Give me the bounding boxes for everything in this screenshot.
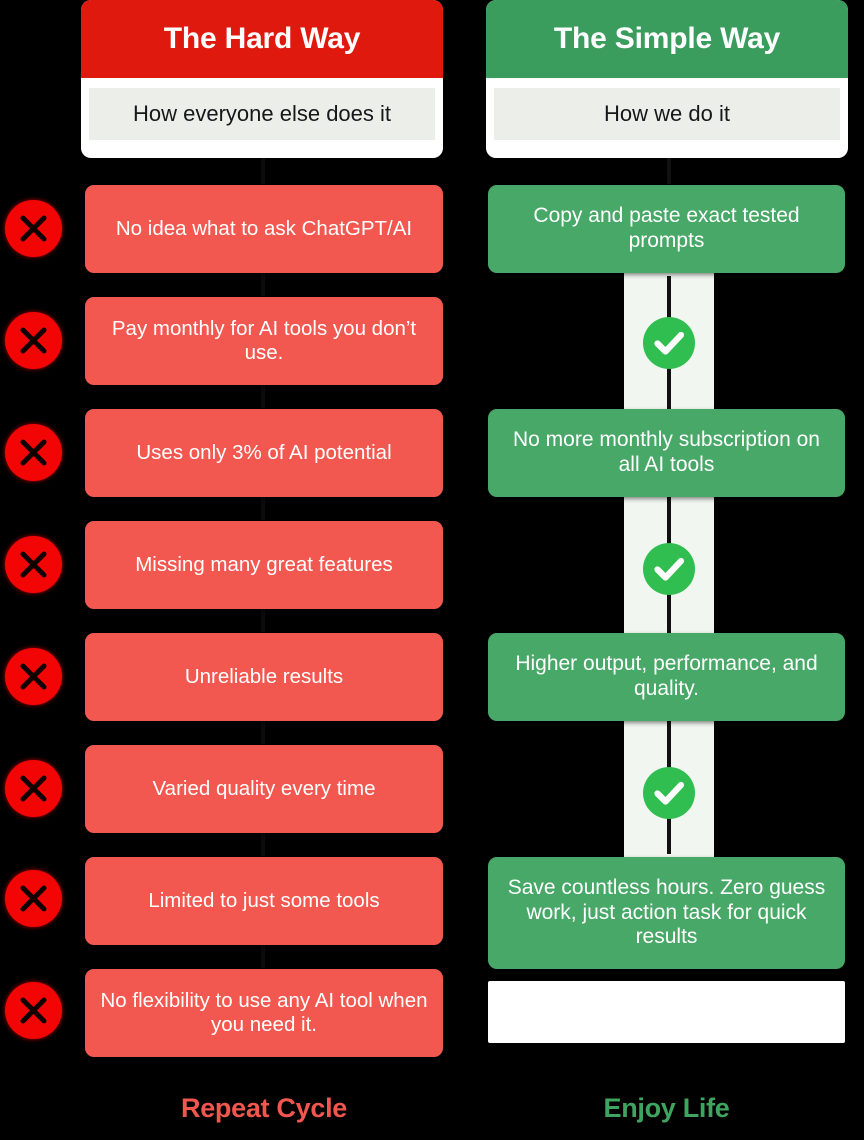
x-mark-icon	[5, 536, 62, 593]
simple-way-item: Save countless hours. Zero guess work, j…	[488, 857, 845, 969]
simple-way-item-label: Save countless hours. Zero guess work, j…	[507, 876, 826, 949]
hard-way-item-label: No idea what to ask ChatGPT/AI	[115, 217, 413, 240]
simple-way-header-card: The Simple Way How we do it	[486, 0, 848, 158]
connector-line	[261, 496, 265, 520]
simple-way-item: Copy and paste exact tested prompts	[488, 185, 845, 273]
x-mark-icon	[5, 870, 62, 927]
hard-way-item: Varied quality every time	[85, 745, 443, 833]
hard-way-item-label: Unreliable results	[184, 665, 344, 688]
connector-line	[261, 720, 265, 744]
simple-way-item: Higher output, performance, and quality.	[488, 633, 845, 721]
hard-way-item-label: Uses only 3% of AI potential	[136, 441, 392, 464]
connector-line	[667, 158, 671, 184]
simple-way-footer-label: Enjoy Life	[603, 1093, 730, 1123]
hard-way-item: Missing many great features	[85, 521, 443, 609]
hard-way-item-label: Varied quality every time	[152, 777, 376, 800]
hard-way-header-subtitle: How everyone else does it	[89, 88, 435, 140]
simple-way-empty-card	[488, 981, 845, 1043]
x-mark-icon	[5, 200, 62, 257]
simple-way-item-label: No more monthly subscription on all AI t…	[513, 428, 820, 476]
x-mark-icon	[5, 982, 62, 1039]
simple-way-item: No more monthly subscription on all AI t…	[488, 409, 845, 497]
connector-line	[261, 608, 265, 632]
x-mark-icon	[5, 760, 62, 817]
hard-way-item-label: Pay monthly for AI tools you don’t use.	[111, 317, 417, 364]
x-mark-icon	[5, 312, 62, 369]
check-mark-icon	[643, 543, 695, 595]
connector-line	[261, 944, 265, 968]
hard-way-header-title: The Hard Way	[81, 0, 443, 78]
connector-line	[261, 384, 265, 408]
simple-way-item-label: Higher output, performance, and quality.	[515, 652, 818, 700]
connector-line	[261, 272, 265, 296]
connector-line	[261, 158, 265, 184]
hard-way-footer-label: Repeat Cycle	[181, 1093, 347, 1123]
check-mark-icon	[643, 767, 695, 819]
hard-way-item: Unreliable results	[85, 633, 443, 721]
x-mark-icon	[5, 424, 62, 481]
x-mark-icon	[5, 648, 62, 705]
hard-way-item: Limited to just some tools	[85, 857, 443, 945]
hard-way-item: Pay monthly for AI tools you don’t use.	[85, 297, 443, 385]
simple-way-item-label: Copy and paste exact tested prompts	[533, 204, 800, 252]
hard-way-item: No flexibility to use any AI tool when y…	[85, 969, 443, 1057]
hard-way-item: Uses only 3% of AI potential	[85, 409, 443, 497]
connector-line	[261, 832, 265, 856]
check-mark-icon	[643, 317, 695, 369]
hard-way-item-label: No flexibility to use any AI tool when y…	[100, 989, 428, 1036]
hard-way-item-label: Limited to just some tools	[148, 889, 380, 912]
simple-way-header-title: The Simple Way	[486, 0, 848, 78]
hard-way-item: No idea what to ask ChatGPT/AI	[85, 185, 443, 273]
hard-way-item-label: Missing many great features	[135, 553, 393, 576]
hard-way-header-card: The Hard Way How everyone else does it	[81, 0, 443, 158]
simple-way-header-subtitle: How we do it	[494, 88, 840, 140]
